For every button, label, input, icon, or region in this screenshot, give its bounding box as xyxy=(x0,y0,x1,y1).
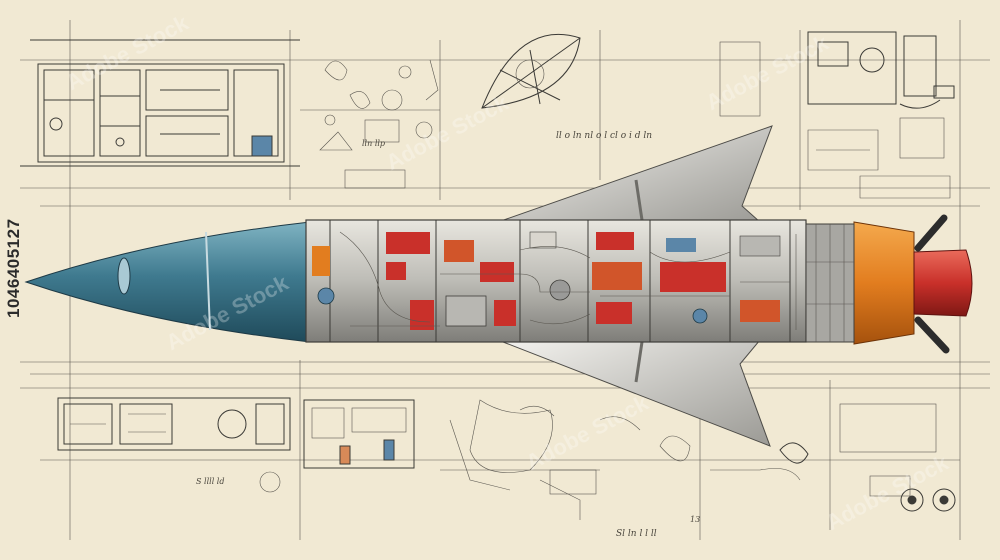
engine-bell xyxy=(853,221,915,345)
grid-lines xyxy=(20,20,990,540)
bottom-center-sketches xyxy=(440,399,641,520)
dish-sketch xyxy=(481,33,581,109)
nozzle xyxy=(913,249,973,317)
top-left-schematic xyxy=(20,39,300,167)
bottom-right-schematic xyxy=(659,403,956,512)
annotations: ll o ln nl o l cl o i d ln lln llp S lll… xyxy=(196,131,700,539)
rocket xyxy=(24,125,973,447)
nose-cone xyxy=(24,221,311,343)
lower-fin xyxy=(497,339,771,447)
bottom-left-note: S llll ld xyxy=(196,477,224,486)
top-right-schematic xyxy=(719,31,955,199)
bottom-center-note: Sl ln l l ll xyxy=(616,529,657,539)
stock-id-label: 1046405127 xyxy=(4,218,23,318)
small-note: lln llp xyxy=(362,139,385,148)
mid-label: ll o ln nl o l cl o i d ln xyxy=(556,131,652,141)
bottom-left-schematic xyxy=(57,397,415,493)
internal-components xyxy=(312,231,781,330)
bottom-number: 13 xyxy=(690,515,700,524)
top-parts-sketches xyxy=(300,59,440,189)
